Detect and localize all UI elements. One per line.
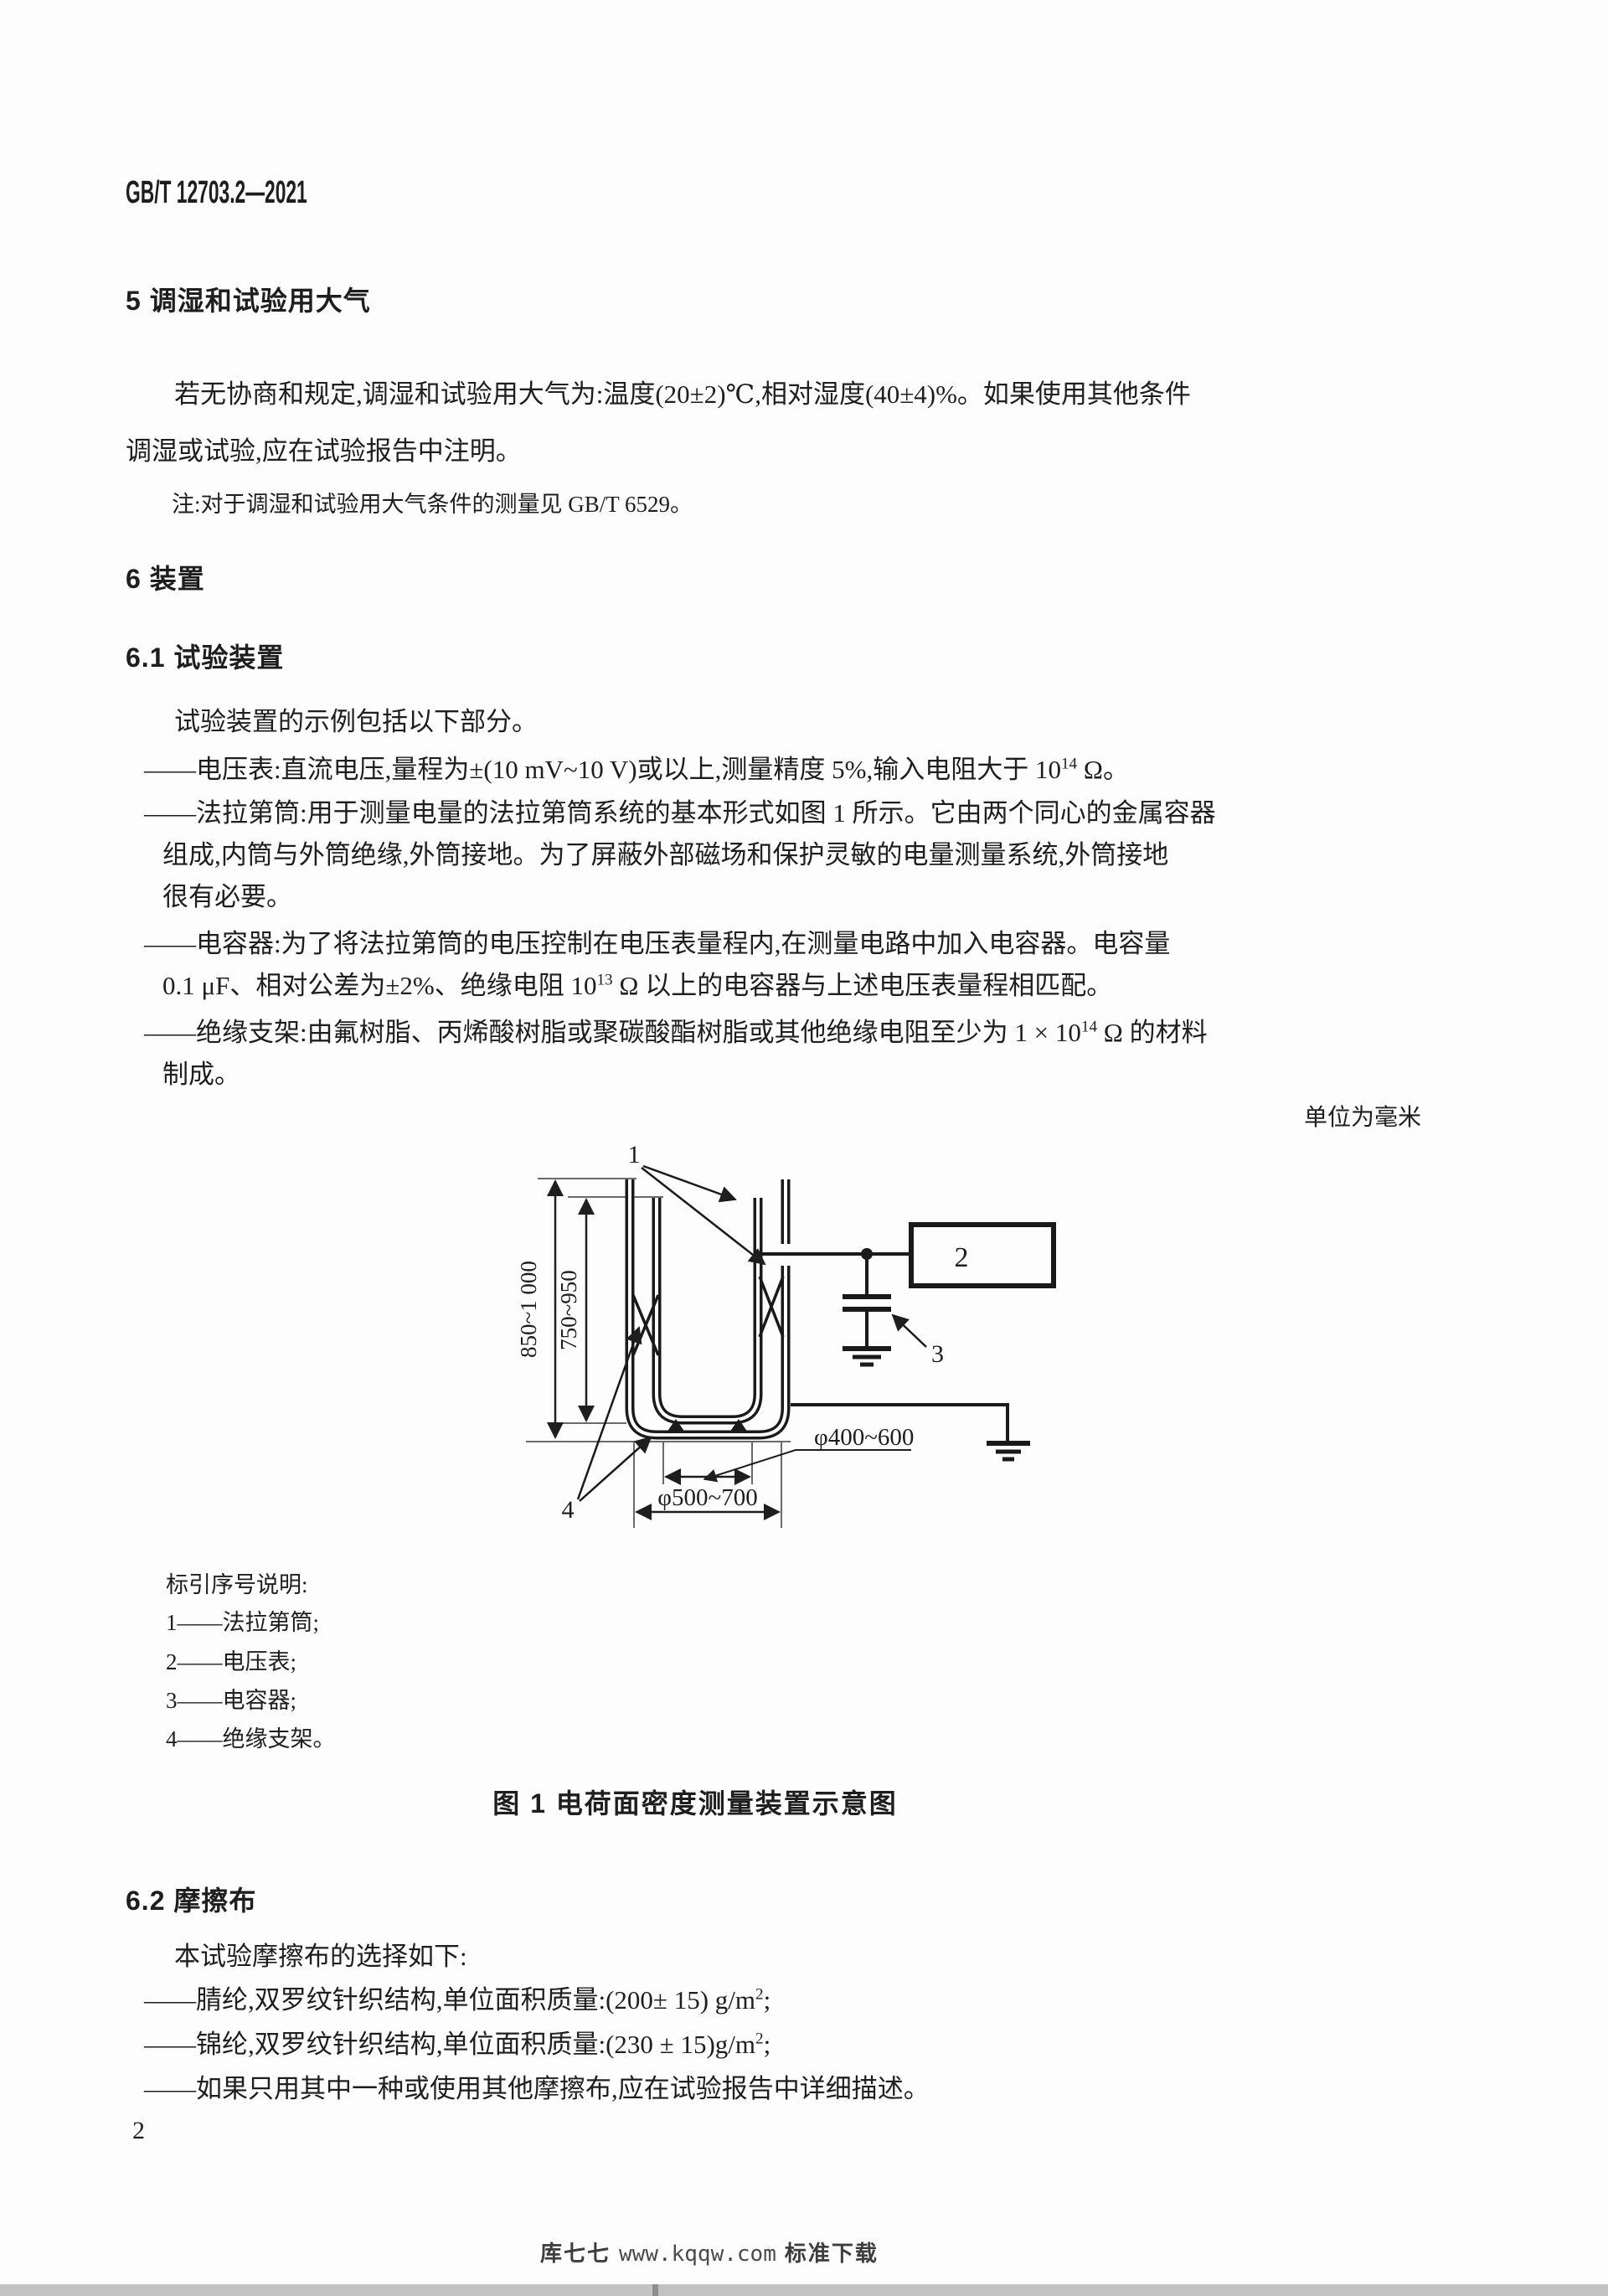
- earth-connection: [791, 1403, 1030, 1462]
- text: 0.1 μF、相对公差为±2%、绝缘电阻 10: [162, 971, 597, 1000]
- list-item-voltmeter: ——电压表:直流电压,量程为±(10 mV~10 V)或以上,测量精度 5%,输…: [144, 754, 1129, 785]
- dim-diameter-outer: φ500~700: [657, 1484, 757, 1511]
- superscript: 2: [755, 2030, 764, 2048]
- legend-item: 3——电容器;: [166, 1688, 297, 1713]
- clause5-note: 注:对于调湿和试验用大气条件的测量见 GB/T 6529。: [172, 492, 693, 517]
- legend-item: 4——绝缘支架。: [166, 1726, 336, 1752]
- figure1-schematic: 2 1 3 4 850~1 000 750~950: [516, 1141, 1056, 1528]
- clause61-heading: 6.1 试验装置: [126, 642, 285, 673]
- capacitor-branch: [843, 1254, 891, 1367]
- dim-height-inner: 750~950: [556, 1270, 581, 1350]
- text: ——锦纶,双罗纹针织结构,单位面积质量:(230 ± 15)g/m: [144, 2030, 755, 2059]
- watermark-url: www.kqqw.com: [619, 2242, 776, 2267]
- outer-cylinder: [625, 1179, 791, 1440]
- dim-height-outer: 850~1 000: [516, 1261, 541, 1358]
- scan-bottom-bar-tick: [652, 2284, 658, 2296]
- list-item-faraday-cont: 很有必要。: [162, 882, 292, 911]
- doc-code: GB/T 12703.2—2021: [126, 175, 307, 210]
- figure-caption: 图 1 电荷面密度测量装置示意图: [492, 1788, 898, 1819]
- callout-faraday: 1: [628, 1141, 766, 1266]
- diameter-dimensions: φ400~600 φ500~700: [635, 1424, 914, 1520]
- scan-bottom-bar: [0, 2284, 1608, 2296]
- list-item-acrylic: ——腈纶,双罗纹针织结构,单位面积质量:(200± 15) g/m2;: [144, 1984, 770, 2015]
- list-item-nylon: ——锦纶,双罗纹针织结构,单位面积质量:(230 ± 15)g/m2;: [144, 2029, 770, 2060]
- legend-item: 1——法拉第筒;: [166, 1610, 320, 1635]
- callout-capacitor: 3: [891, 1313, 944, 1368]
- superscript: 14: [1080, 1018, 1098, 1036]
- text: ——腈纶,双罗纹针织结构,单位面积质量:(200± 15) g/m: [144, 1985, 755, 2015]
- list-item-faraday: ——法拉第筒:用于测量电量的法拉第筒系统的基本形式如图 1 所示。它由两个同心的…: [144, 798, 1216, 828]
- text: ;: [763, 2030, 771, 2059]
- callout-1-label: 1: [628, 1141, 641, 1169]
- clause6-heading: 6 装置: [126, 564, 205, 594]
- text: Ω 的材料: [1097, 1018, 1208, 1047]
- voltmeter-box: 2: [909, 1222, 1056, 1288]
- callout-support: 4: [562, 1326, 652, 1524]
- text: Ω 以上的电容器与上述电压表量程相匹配。: [612, 971, 1113, 1000]
- clause5-paragraph-line: 调湿或试验,应在试验报告中注明。: [126, 436, 522, 466]
- callout-3-label: 3: [931, 1340, 944, 1368]
- list-item-support-cont: 制成。: [162, 1060, 240, 1089]
- figure-unit-note: 单位为毫米: [1304, 1105, 1422, 1131]
- clause61-intro: 试验装置的示例包括以下部分。: [174, 707, 538, 736]
- clause62-intro: 本试验摩擦布的选择如下:: [174, 1942, 467, 1971]
- text: ——绝缘支架:由氟树脂、丙烯酸树脂或聚碳酸酯树脂或其他绝缘电阻至少为 1 × 1…: [144, 1018, 1081, 1047]
- legend-item: 2——电压表;: [166, 1649, 297, 1674]
- legend-title: 标引序号说明:: [166, 1572, 308, 1597]
- text: ——电压表:直流电压,量程为±(10 mV~10 V)或以上,测量精度 5%,输…: [144, 755, 1061, 784]
- watermark: 库七七 www.kqqw.com 标准下载: [540, 2237, 879, 2268]
- dim-diameter-inner: φ400~600: [814, 1424, 914, 1451]
- page-number: 2: [132, 2117, 145, 2144]
- voltmeter-label: 2: [955, 1242, 969, 1273]
- text: ;: [763, 1985, 771, 2015]
- watermark-brand: 库七七: [540, 2242, 611, 2266]
- superscript: 14: [1060, 755, 1078, 773]
- list-item-faraday-cont: 组成,内筒与外筒绝缘,外筒接地。为了屏蔽外部磁场和保护灵敏的电量测量系统,外筒接…: [162, 840, 1169, 869]
- clause5-paragraph-line: 若无协商和规定,调湿和试验用大气为:温度(20±2)℃,相对湿度(40±4)%。…: [174, 379, 1191, 409]
- callout-4-label: 4: [562, 1496, 575, 1524]
- list-item-other-cloth: ——如果只用其中一种或使用其他摩擦布,应在试验报告中详细描述。: [144, 2074, 930, 2103]
- insulating-supports: [631, 1276, 785, 1432]
- superscript: 13: [596, 971, 613, 989]
- clause62-heading: 6.2 摩擦布: [126, 1886, 257, 1916]
- list-item-capacitor-cont: 0.1 μF、相对公差为±2%、绝缘电阻 1013 Ω 以上的电容器与上述电压表…: [162, 970, 1112, 1001]
- inner-cylinder: [652, 1198, 763, 1425]
- list-item-support: ——绝缘支架:由氟树脂、丙烯酸树脂或聚碳酸酯树脂或其他绝缘电阻至少为 1 × 1…: [144, 1017, 1208, 1048]
- superscript: 2: [755, 1985, 764, 2004]
- clause5-heading: 5 调湿和试验用大气: [126, 286, 371, 316]
- height-dimensions: 850~1 000 750~950: [516, 1179, 595, 1439]
- text: Ω。: [1077, 755, 1129, 784]
- watermark-suffix: 标准下载: [784, 2242, 879, 2266]
- list-item-capacitor: ——电容器:为了将法拉第筒的电压控制在电压表量程内,在测量电路中加入电容器。电容…: [144, 929, 1171, 958]
